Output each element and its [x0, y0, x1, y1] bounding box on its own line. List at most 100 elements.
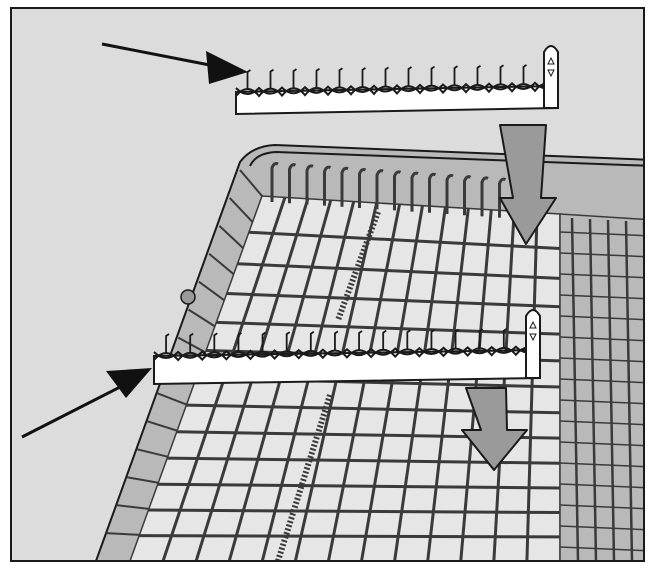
right-rack-wire	[559, 231, 644, 237]
upper-rail-prong	[338, 67, 343, 89]
right-rack-wire	[559, 294, 644, 300]
side-wire	[106, 532, 140, 536]
right-rack-wire	[559, 441, 644, 447]
side-wire	[157, 392, 187, 406]
upper-rail-comb	[235, 81, 559, 95]
side-wire	[218, 225, 244, 249]
side-wire	[136, 448, 168, 458]
right-rack-wire	[559, 252, 644, 258]
tine	[305, 164, 314, 205]
right-rack-wire	[559, 273, 644, 279]
upper-rail-prong	[453, 65, 458, 87]
lower-rail-prong	[237, 332, 242, 353]
upper-rail-prong	[476, 64, 481, 86]
tine	[428, 172, 437, 213]
rack-wire	[226, 292, 561, 309]
upper-rail-prong	[292, 68, 297, 90]
lower-rail-prong	[478, 328, 484, 350]
right-side-rack	[559, 213, 644, 561]
right-rack-wire	[559, 546, 644, 552]
upper-rail-prong	[384, 66, 389, 88]
upper-rail-removed	[235, 45, 559, 116]
right-rack-wire	[559, 525, 644, 531]
upper-rail-prong	[522, 64, 527, 85]
tine	[480, 176, 489, 217]
lower-rail-prong	[165, 333, 170, 354]
lower-rail-prong	[406, 329, 411, 351]
lower-rail-prong	[213, 332, 218, 354]
side-wire	[208, 253, 235, 275]
down-arrow-icon	[499, 124, 557, 245]
tine	[410, 171, 419, 212]
triangle-marker-icon	[529, 320, 537, 342]
lower-rail-prong	[382, 329, 387, 351]
lower-rail-prong	[454, 328, 460, 350]
tine	[393, 170, 402, 211]
serrated-divider-lower	[275, 394, 333, 561]
pointer-arrow-icon	[101, 42, 248, 84]
side-wire	[116, 504, 149, 510]
right-rack-wire	[559, 315, 644, 321]
lower-rail-prong	[309, 331, 315, 352]
basket-side-knob	[180, 289, 196, 305]
figure-border	[10, 7, 645, 562]
lower-rail-prong	[285, 331, 291, 353]
rack-wire	[139, 534, 561, 539]
tine	[463, 175, 472, 216]
right-rack-wire	[624, 220, 634, 561]
down-arrow-icon	[461, 387, 528, 471]
side-wire	[147, 420, 178, 432]
tine	[323, 165, 332, 206]
right-rack-wire	[559, 336, 644, 342]
tine	[340, 166, 349, 207]
tine	[358, 168, 367, 208]
tine	[375, 169, 384, 210]
rack-wire	[148, 508, 561, 515]
right-rack-wire	[559, 378, 644, 384]
lower-rail-prong	[189, 332, 194, 354]
lower-rail-installed	[153, 309, 541, 386]
upper-rail-prong	[407, 66, 412, 87]
upper-rail-prong	[430, 65, 435, 87]
side-wire	[198, 280, 225, 302]
side-wire	[228, 197, 254, 223]
side-wire	[126, 476, 159, 484]
tine	[270, 162, 279, 202]
serrated-divider-upper	[335, 210, 381, 322]
lower-rail-body	[153, 348, 541, 386]
right-rack-wire	[559, 420, 644, 426]
upper-rail-prong	[315, 67, 320, 89]
right-rack-wire	[559, 357, 644, 363]
basket-rim	[249, 150, 644, 167]
rack-wire	[248, 230, 561, 250]
lower-rail-comb	[153, 346, 541, 362]
right-rack-wire	[559, 462, 644, 468]
lower-rail-comb	[153, 345, 541, 359]
lower-rail-prong	[261, 331, 267, 353]
rack-wire	[216, 320, 561, 336]
right-rack-panel	[559, 213, 644, 561]
right-rack-wire	[559, 483, 644, 489]
upper-rail-prong	[269, 68, 274, 90]
right-rack-wire	[559, 399, 644, 405]
lower-rail-prong	[430, 329, 435, 350]
side-wire	[239, 169, 263, 197]
right-rack-wire	[559, 504, 644, 510]
lower-rail-prong	[502, 328, 508, 349]
side-wire	[188, 308, 216, 328]
upper-rail-comb	[235, 82, 559, 98]
triangle-marker-icon	[547, 56, 555, 78]
pointer-arrow-icon	[21, 368, 152, 439]
upper-rail-prong	[361, 67, 366, 88]
lower-rail-prong	[358, 330, 363, 351]
upper-rail-prong	[499, 64, 504, 86]
tine	[445, 174, 454, 214]
tine	[498, 177, 507, 218]
lower-rail-prong	[334, 330, 339, 352]
lower-rail-end-clip	[525, 309, 541, 379]
side-wire	[177, 336, 206, 354]
rack-wire	[237, 262, 561, 280]
tine	[288, 163, 297, 204]
